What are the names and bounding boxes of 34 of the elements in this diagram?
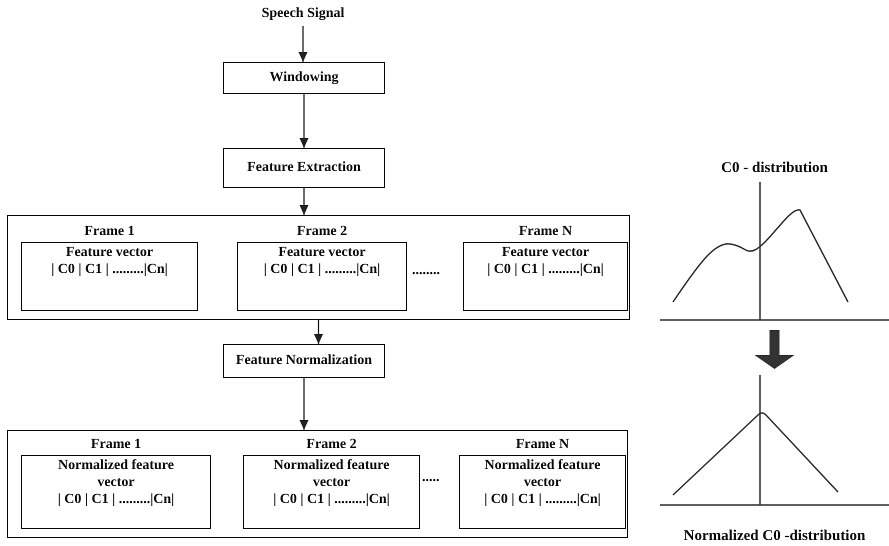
coefficient-list: | C0 | C1 | .........|Cn| [464,261,627,278]
arrow [300,378,308,430]
frame-heading: Frame 1 [90,437,142,453]
box-title: Normalized feature vector [57,457,175,491]
box-title: Feature vector [64,244,154,261]
ellipsis-text: ..... [422,470,440,486]
process-box: Feature Normalization [223,344,385,378]
chart-caption: Normalized C0 -distribution [682,528,866,545]
process-box: Windowing [223,62,385,94]
coefficient-list: | C0 | C1 | .........|Cn| [244,491,419,508]
container-box [7,215,630,320]
process-box: Feature Extraction [223,148,385,188]
frame-heading: Frame 1 [83,224,136,240]
coefficient-list: | C0 | C1 | .........|Cn| [22,491,210,508]
coefficient-list: | C0 | C1 | .........|Cn| [238,261,406,278]
frame-heading: Frame 2 [296,224,348,240]
frame-heading: Frame N [518,224,574,240]
box-title: Feature vector [277,244,367,261]
arrow [314,320,323,344]
input-label: Speech Signal [228,6,378,26]
arrow [300,188,308,215]
box-title: Normalized feature vector [272,457,390,491]
frame-heading: Frame N [514,437,570,453]
arrow [300,94,308,148]
coefficient-list: | C0 | C1 | .........|Cn| [22,261,197,278]
container-box [7,430,628,538]
arrow [754,330,794,369]
box-title: Normalized feature vector [484,457,602,491]
ellipsis-text: ........ [412,263,440,279]
arrow [298,26,308,62]
coefficient-list: | C0 | C1 | .........|Cn| [460,491,625,508]
box-title: Feature vector [500,244,590,261]
chart-title: C0 - distribution [720,160,829,177]
frame-heading: Frame 2 [305,437,358,453]
